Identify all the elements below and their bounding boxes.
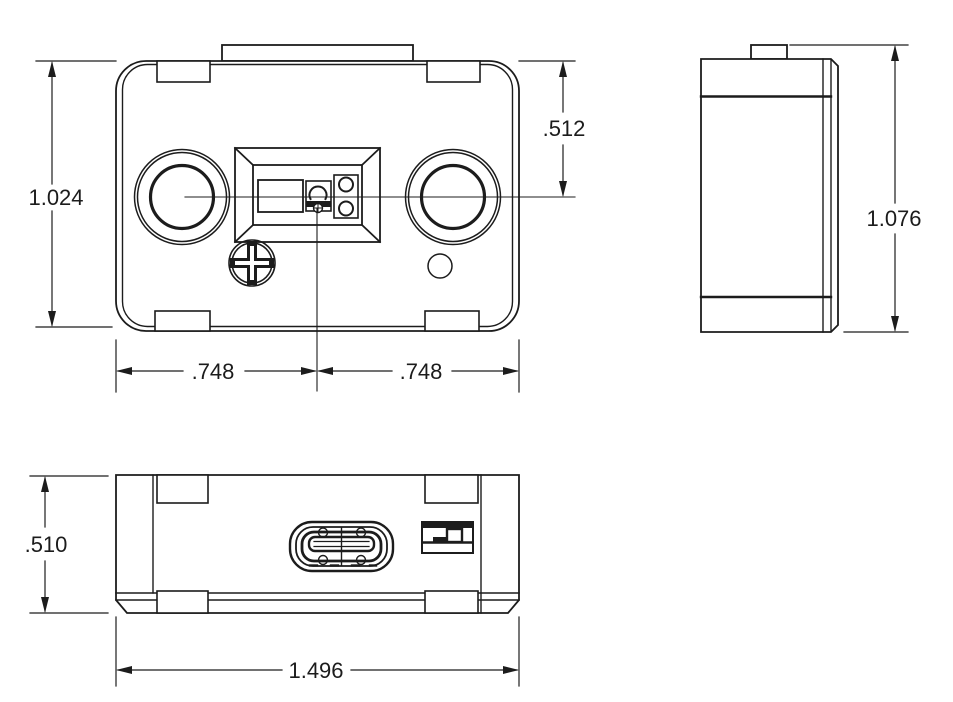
indicator-hole [427, 253, 453, 279]
switch-knob [445, 527, 464, 544]
dim-centerline-offset [559, 61, 567, 197]
bottom-tab-top-right [424, 474, 479, 504]
bottom-tab-lower-left [156, 590, 209, 614]
dimension-lines-front [35, 60, 576, 393]
usb-c-port [288, 520, 395, 573]
bottom-tab-lower-right [424, 590, 479, 614]
bottom-view [115, 474, 520, 614]
dim-label-left-spacing: .748 [192, 359, 235, 384]
dim-label-right-spacing: .748 [400, 359, 443, 384]
notch-bottom-right [424, 310, 480, 332]
notch-bottom-left [154, 310, 211, 332]
dim-label-bottom-height: .510 [25, 532, 68, 557]
center-module [305, 180, 332, 214]
dim-side-height [891, 45, 899, 332]
io-window [257, 179, 304, 213]
dim-label-centerline-offset: .512 [543, 116, 586, 141]
front-view [115, 44, 576, 392]
side-top-tab [750, 44, 788, 60]
top-tab [221, 44, 414, 62]
dim-front-height [48, 61, 56, 327]
dim-left-spacing [116, 367, 317, 375]
recessed-io-block [233, 146, 382, 244]
dim-bottom-height [41, 476, 49, 613]
dim-right-spacing [317, 367, 519, 375]
notch-top-left [156, 60, 211, 83]
side-view [699, 44, 839, 333]
dimension-lines-side [789, 44, 909, 333]
side-body [700, 58, 839, 333]
dim-label-front-height: 1.024 [28, 185, 83, 210]
phillips-screw-icon [228, 239, 276, 287]
dim-label-overall-width: 1.496 [288, 658, 343, 683]
dimension-lines-bottom [29, 475, 520, 687]
dim-label-side-height: 1.076 [866, 206, 921, 231]
slide-switch [421, 521, 474, 554]
notch-top-right [426, 60, 481, 83]
bottom-tab-top-left [156, 474, 209, 504]
dim-overall-width [116, 666, 519, 674]
